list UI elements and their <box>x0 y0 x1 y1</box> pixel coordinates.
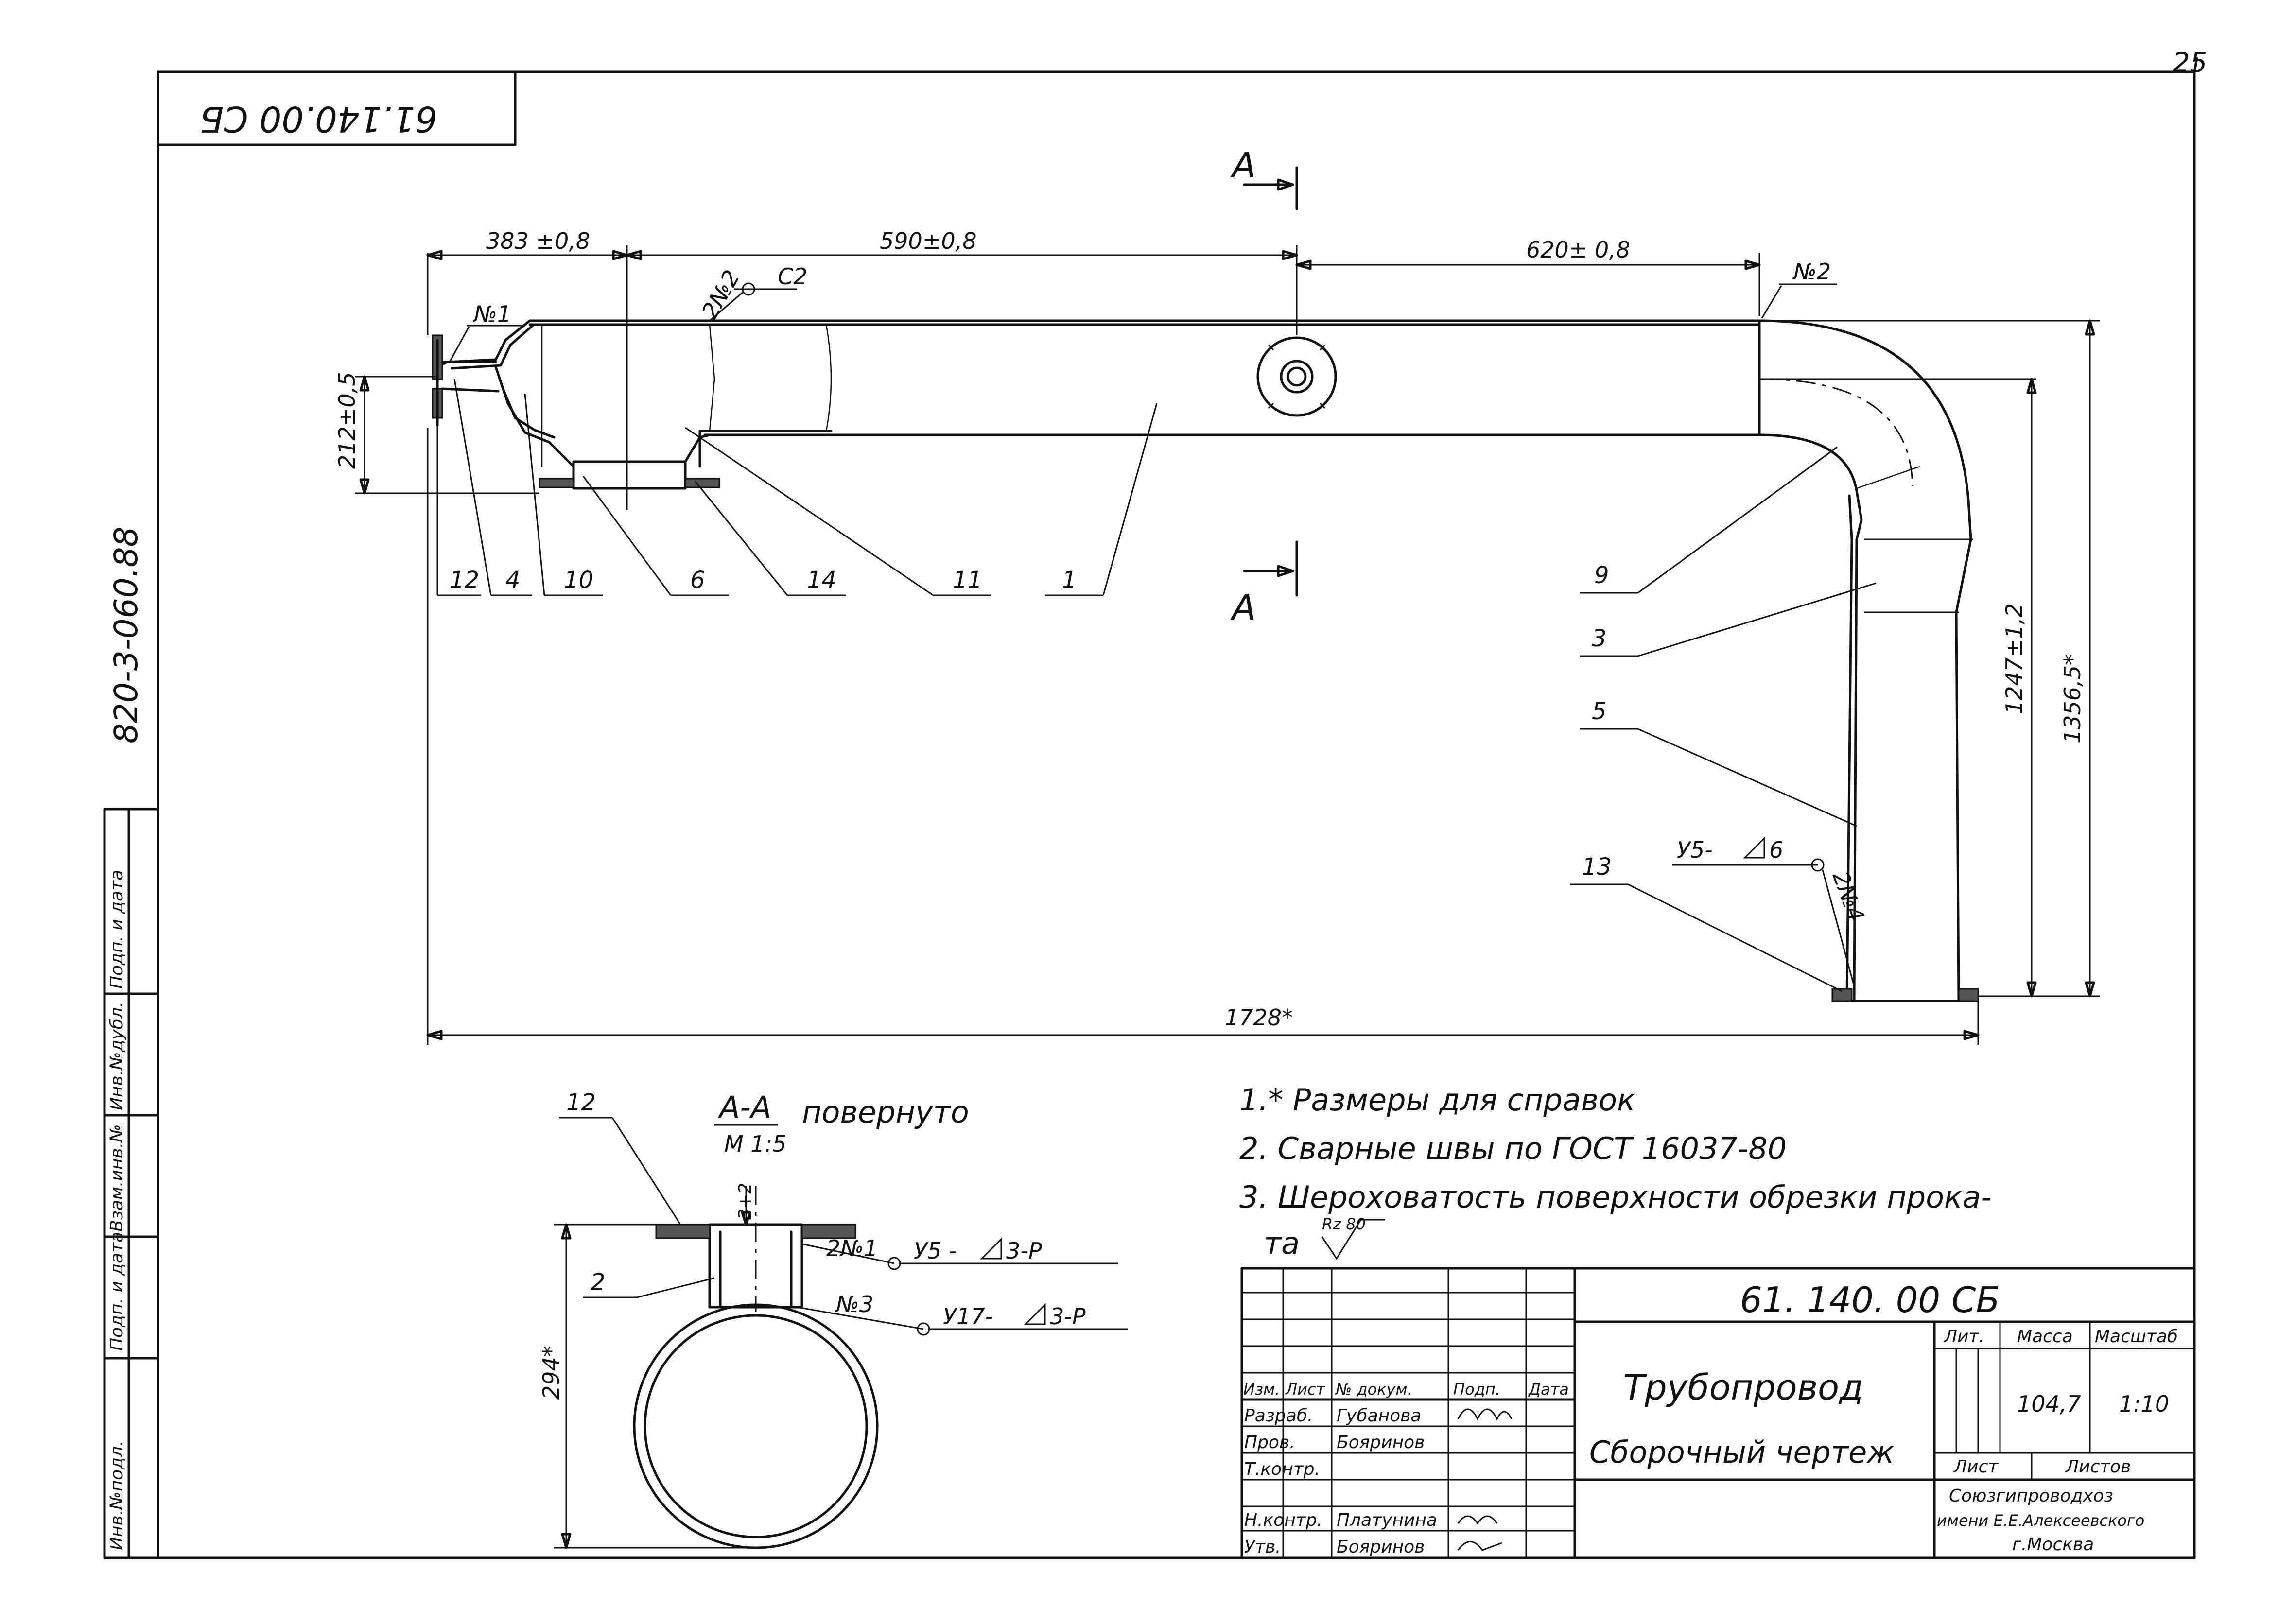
tb-name-razrab: Губанова <box>1337 1406 1421 1426</box>
tb-list: Лист <box>1285 1380 1325 1399</box>
pos-10: 10 <box>564 567 593 594</box>
tb-role-prov: Пров. <box>1244 1433 1295 1452</box>
weld-c2: С2 <box>778 263 807 290</box>
note-1: 1.* Размеры для справок <box>1239 1082 1635 1118</box>
pos-3: 3 <box>1592 625 1607 652</box>
tb-role-utv: Утв. <box>1244 1537 1281 1557</box>
note-rz: Rz 80 <box>1322 1215 1366 1233</box>
weld-2n2: 2№2 <box>696 265 745 323</box>
tb-data: Дата <box>1528 1380 1569 1399</box>
pos-13: 13 <box>1582 853 1612 881</box>
pos-9: 9 <box>1594 562 1609 589</box>
stamp-podp-data-1: Подп. и дата <box>107 1232 127 1351</box>
tb-name-utv: Бояринов <box>1337 1537 1425 1557</box>
tb-role-tkontr: Т.контр. <box>1244 1459 1320 1479</box>
section-label-top: А <box>1230 145 1256 186</box>
position-leaders: 12 4 10 6 14 11 1 9 3 5 13 <box>436 379 1877 992</box>
sec-weld-2n1: 2№1 <box>826 1235 878 1261</box>
tb-mass: 104,7 <box>2017 1391 2081 1417</box>
tb-sheets-label: Листов <box>2065 1457 2131 1477</box>
section-rotated: повернуто <box>802 1094 969 1130</box>
tb-role-razrab: Разраб. <box>1244 1406 1313 1426</box>
tb-mass-label: Масса <box>2017 1327 2073 1347</box>
tb-role-nkontr: Н.контр. <box>1244 1510 1322 1530</box>
tb-doc-type: Сборочный чертеж <box>1589 1434 1894 1470</box>
technical-notes: 1.* Размеры для справок 2. Сварные швы п… <box>1239 1082 1992 1261</box>
tb-scale: 1:10 <box>2119 1391 2169 1417</box>
note-3b: та <box>1264 1226 1300 1261</box>
section-label-bottom: А <box>1230 587 1256 628</box>
pos-11: 11 <box>953 567 982 594</box>
title-block: Изм. Лист № докум. Подп. Дата Разраб. Пр… <box>1240 1267 2196 1559</box>
note-3: 3. Шероховатость поверхности обрезки про… <box>1239 1179 1992 1215</box>
pos-4: 4 <box>505 567 521 594</box>
dimension-lines: 383 ±0,8 590±0,8 620± 0,8 212±0,5 1247±1… <box>334 228 2100 1045</box>
drawing-frame <box>157 70 2196 1559</box>
sec-weld-u17-b: 3-Р <box>1050 1303 1086 1330</box>
tb-podp: Подп. <box>1453 1380 1500 1399</box>
note-2: 2. Сварные швы по ГОСТ 16037-80 <box>1239 1131 1787 1166</box>
pos-12: 12 <box>450 567 479 594</box>
tb-izm: Изм. <box>1243 1380 1280 1399</box>
corner-code-box: 61.140.00 СБ <box>157 70 517 146</box>
dim-590: 590±0,8 <box>880 228 977 254</box>
tb-org-3: г.Москва <box>2012 1535 2094 1555</box>
stamp-vzam-inv: Взам.инв.№ <box>107 1124 127 1232</box>
section-cut-marks: А А <box>1230 145 1298 628</box>
tb-ndoc: № докум. <box>1335 1380 1412 1399</box>
dim-212: 212±0,5 <box>334 372 360 469</box>
tb-name-prov: Бояринов <box>1337 1433 1425 1452</box>
page-number: 25 <box>2173 47 2207 79</box>
weld-u5-size: 6 <box>1769 837 1783 863</box>
tb-sheet-label: Лист <box>1953 1457 1999 1477</box>
dim-1728: 1728* <box>1225 1004 1293 1031</box>
pos-6: 6 <box>690 567 705 594</box>
tb-doc-code: 61. 140. 00 СБ <box>1740 1279 2000 1320</box>
sec-pos-12: 12 <box>566 1089 596 1116</box>
sec-weld-u17: У17- <box>943 1303 993 1330</box>
pipe-main-view <box>432 319 1979 1002</box>
section-title: А-А <box>717 1089 771 1125</box>
dim-294: 294* <box>538 1346 564 1400</box>
tb-org-1: Союзгипроводхоз <box>1949 1486 2113 1506</box>
dim-1247: 1247±1,2 <box>2001 603 2027 714</box>
side-stamp: Инв.№подл. Подп. и дата Взам.инв.№ Инв.№… <box>103 808 159 1559</box>
weld-n2: №2 <box>1792 259 1831 285</box>
pos-14: 14 <box>807 567 836 594</box>
tb-org-2: имени Е.Е.Алексеевского <box>1937 1511 2144 1530</box>
tb-name-nkontr: Платунина <box>1337 1510 1437 1530</box>
weld-n1: №1 <box>472 301 511 327</box>
dim-3: 3+2 <box>735 1183 755 1220</box>
pos-1: 1 <box>1062 567 1077 594</box>
stamp-podp-data-2: Подп. и дата <box>107 870 127 989</box>
stamp-inv-dubl: Инв.№дубл. <box>107 1002 127 1110</box>
section-scale: М 1:5 <box>724 1131 786 1157</box>
section-view-aa: А-А повернуто М 1:5 3+2 294* 12 2 2№1 <box>538 1089 1128 1549</box>
sec-weld-u5-b: 3-Р <box>1006 1238 1042 1264</box>
stamp-inv-podl: Инв.№подл. <box>107 1441 127 1550</box>
pos-5: 5 <box>1592 698 1607 725</box>
dim-383: 383 ±0,8 <box>486 228 590 254</box>
corner-code: 61.140.00 СБ <box>200 99 437 139</box>
weld-marks: 2№2 С2 №1 №2 У5- 6 2№4 <box>449 259 1870 987</box>
side-code: 820-3-060.88 <box>107 526 145 743</box>
tb-scale-label: Масштаб <box>2095 1327 2178 1347</box>
sec-weld-n3: №3 <box>835 1291 873 1317</box>
sec-weld-u5: У5 - <box>914 1238 957 1264</box>
weld-2n4: 2№4 <box>1827 867 1870 925</box>
tb-lit-label: Лит. <box>1943 1327 1984 1347</box>
sec-pos-2: 2 <box>591 1269 606 1296</box>
dim-620: 620± 0,8 <box>1526 237 1630 263</box>
weld-u5: У5- <box>1677 837 1713 863</box>
tb-name: Трубопровод <box>1623 1367 1863 1408</box>
dim-1356: 1356,5* <box>2059 654 2086 743</box>
